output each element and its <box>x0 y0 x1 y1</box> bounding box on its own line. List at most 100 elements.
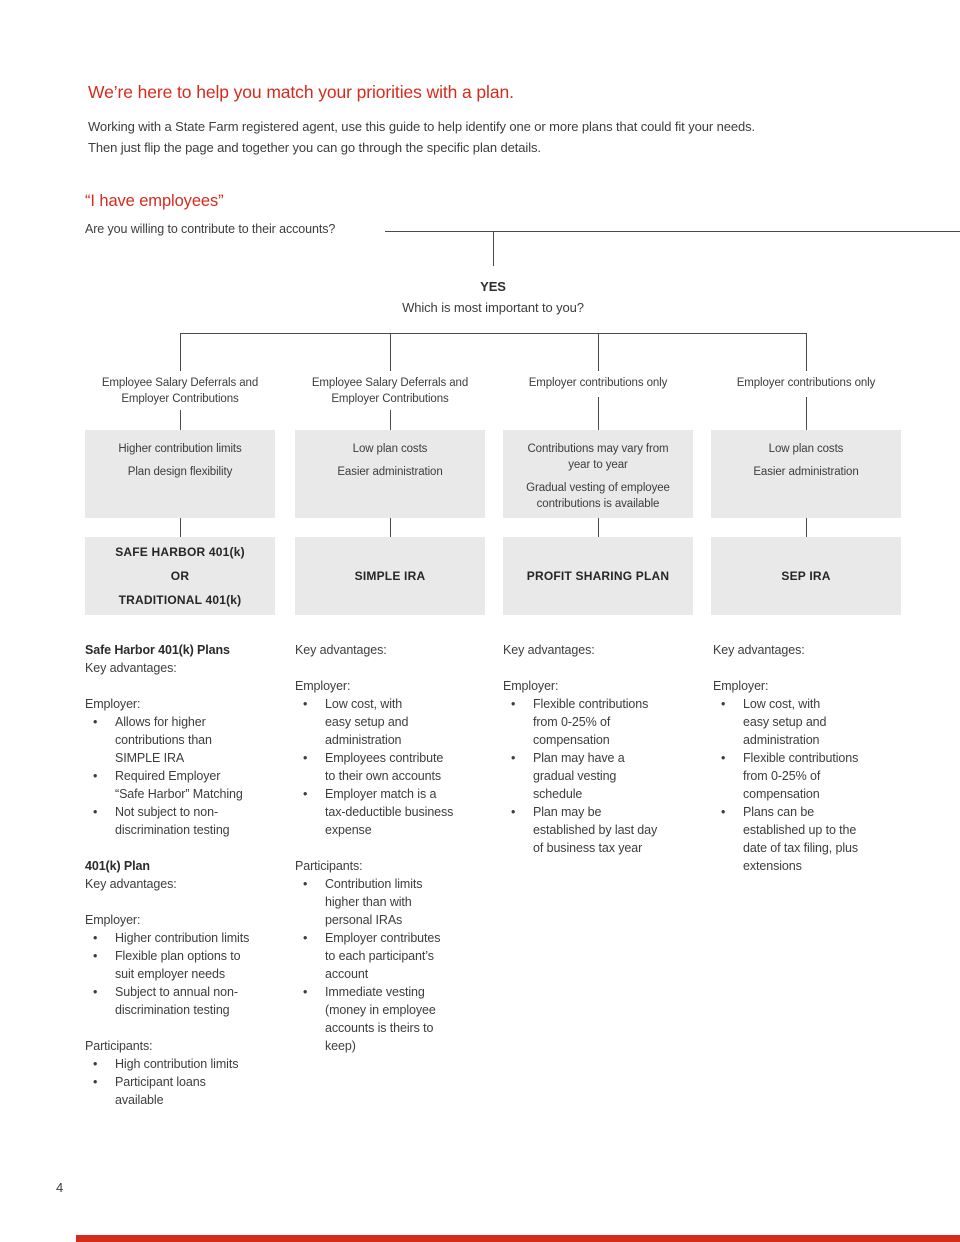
section-heading: “I have employees” <box>85 192 224 210</box>
details-group: Employer: Higher contribution limits Fle… <box>85 911 273 1019</box>
details-group: Employer: Flexible contributions from 0-… <box>503 677 691 857</box>
intro-text: Working with a State Farm registered age… <box>88 116 755 158</box>
plan-box-simple-ira: SIMPLE IRA <box>295 537 485 615</box>
bullet-list: High contribution limits Participant loa… <box>85 1055 273 1109</box>
benefit-item: Low plan costs <box>768 443 844 455</box>
group-label: Employer: <box>713 679 769 693</box>
group-label: Participants: <box>85 1039 153 1053</box>
branch-stub <box>180 333 181 371</box>
footer-accent-bar <box>76 1235 960 1242</box>
bullet-item: Plan may be established by last day of b… <box>503 803 691 857</box>
bullet-item: Flexible contributions from 0-25% of com… <box>503 695 691 749</box>
bullet-list: Low cost, with easy setup and administra… <box>713 695 901 875</box>
benefit-item: Easier administration <box>753 466 859 478</box>
branch-stub <box>180 410 181 430</box>
details-subheading: Key advantages: <box>503 643 595 657</box>
group-label: Participants: <box>295 859 363 873</box>
benefit-item: Gradual vesting of employee contribution… <box>526 482 670 510</box>
branch-stub <box>598 397 599 430</box>
benefit-item: Higher contribution limits <box>118 443 242 455</box>
bullet-list: Higher contribution limits Flexible plan… <box>85 929 273 1019</box>
details-subheading: Key advantages: <box>85 661 177 675</box>
details-section: Key advantages: <box>713 641 901 659</box>
intro-line-2: Then just flip the page and together you… <box>88 140 541 155</box>
details-section: 401(k) Plan Key advantages: <box>85 857 273 893</box>
bullet-item: Flexible contributions from 0-25% of com… <box>713 749 901 803</box>
details-group: Participants: Contribution limits higher… <box>295 857 483 1055</box>
bullet-list: Allows for higher contributions than SIM… <box>85 713 273 839</box>
details-subheading: Key advantages: <box>295 643 387 657</box>
benefits-box-col2: Low plan costs Easier administration <box>295 430 485 518</box>
plan-box-401k: SAFE HARBOR 401(k) OR TRADITIONAL 401(k) <box>85 537 275 615</box>
branch-stub <box>390 410 391 430</box>
bullet-list: Flexible contributions from 0-25% of com… <box>503 695 691 857</box>
benefit-item: Plan design flexibility <box>127 466 233 478</box>
bullet-item: Contribution limits higher than with per… <box>295 875 483 929</box>
branch-stub <box>598 333 599 371</box>
bullet-item: Higher contribution limits <box>85 929 273 947</box>
details-group: Employer: Allows for higher contribution… <box>85 695 273 839</box>
details-group: Employer: Low cost, with easy setup and … <box>713 677 901 875</box>
bullet-item: Not subject to non- discrimination testi… <box>85 803 273 839</box>
group-label: Employer: <box>85 697 141 711</box>
branch-label-col1: Employee Salary Deferrals and Employer C… <box>101 377 259 405</box>
details-subheading: Key advantages: <box>85 877 177 891</box>
bullet-item: High contribution limits <box>85 1055 273 1073</box>
bullet-item: Allows for higher contributions than SIM… <box>85 713 273 767</box>
bullet-item: Low cost, with easy setup and administra… <box>713 695 901 749</box>
branch-stub <box>806 333 807 371</box>
bullet-item: Employer match is a tax-deductible busin… <box>295 785 483 839</box>
plan-box-sep-ira: SEP IRA <box>711 537 901 615</box>
bullet-item: Immediate vesting (money in employee acc… <box>295 983 483 1055</box>
benefit-item: Contributions may vary from year to year <box>527 443 669 471</box>
bullet-item: Required Employer “Safe Harbor” Matching <box>85 767 273 803</box>
details-heading: 401(k) Plan <box>85 859 150 873</box>
branch-label-col2: Employee Salary Deferrals and Employer C… <box>311 377 469 405</box>
details-section: Safe Harbor 401(k) Plans Key advantages: <box>85 641 273 677</box>
benefits-box-col3: Contributions may vary from year to year… <box>503 430 693 518</box>
details-section: Key advantages: <box>503 641 691 659</box>
group-label: Employer: <box>503 679 559 693</box>
branch-stub <box>390 518 391 537</box>
decision-question: Are you willing to contribute to their a… <box>85 222 336 236</box>
bullet-item: Employer contributes to each participant… <box>295 929 483 983</box>
bullet-item: Plans can be established up to the date … <box>713 803 901 875</box>
details-subheading: Key advantages: <box>713 643 805 657</box>
details-heading: Safe Harbor 401(k) Plans <box>85 643 230 657</box>
branch-label-col3: Employer contributions only <box>528 377 668 389</box>
followup-question: Which is most important to you? <box>402 300 584 315</box>
bullet-item: Plan may have a gradual vesting schedule <box>503 749 691 803</box>
connector-line-vertical <box>493 231 494 266</box>
page-number: 4 <box>56 1180 64 1195</box>
bullet-item: Subject to annual non- discrimination te… <box>85 983 273 1019</box>
plan-box-profit-sharing: PROFIT SHARING PLAN <box>503 537 693 615</box>
details-col2: Key advantages: Employer: Low cost, with… <box>295 641 483 1073</box>
branch-stub <box>390 333 391 371</box>
details-col3: Key advantages: Employer: Flexible contr… <box>503 641 691 875</box>
benefits-box-col1: Higher contribution limits Plan design f… <box>85 430 275 518</box>
bullet-item: Low cost, with easy setup and administra… <box>295 695 483 749</box>
page-title: We’re here to help you match your priori… <box>88 82 514 102</box>
bullet-list: Low cost, with easy setup and administra… <box>295 695 483 839</box>
group-label: Employer: <box>295 679 351 693</box>
details-group: Participants: High contribution limits P… <box>85 1037 273 1109</box>
details-col4: Key advantages: Employer: Low cost, with… <box>713 641 901 893</box>
bullet-item: Participant loans available <box>85 1073 273 1109</box>
branch-rail <box>180 333 806 334</box>
branch-stub <box>806 518 807 537</box>
details-col1: Safe Harbor 401(k) Plans Key advantages:… <box>85 641 273 1127</box>
bullet-list: Contribution limits higher than with per… <box>295 875 483 1055</box>
bullet-item: Employees contribute to their own accoun… <box>295 749 483 785</box>
answer-yes: YES <box>480 279 506 294</box>
details-group: Employer: Low cost, with easy setup and … <box>295 677 483 839</box>
benefit-item: Easier administration <box>337 466 443 478</box>
intro-line-1: Working with a State Farm registered age… <box>88 119 756 134</box>
branch-stub <box>180 518 181 537</box>
benefits-box-col4: Low plan costs Easier administration <box>711 430 901 518</box>
details-section: Key advantages: <box>295 641 483 659</box>
connector-line-horizontal <box>385 231 960 232</box>
branch-stub <box>806 397 807 430</box>
benefit-item: Low plan costs <box>352 443 428 455</box>
branch-label-col4: Employer contributions only <box>736 377 876 389</box>
